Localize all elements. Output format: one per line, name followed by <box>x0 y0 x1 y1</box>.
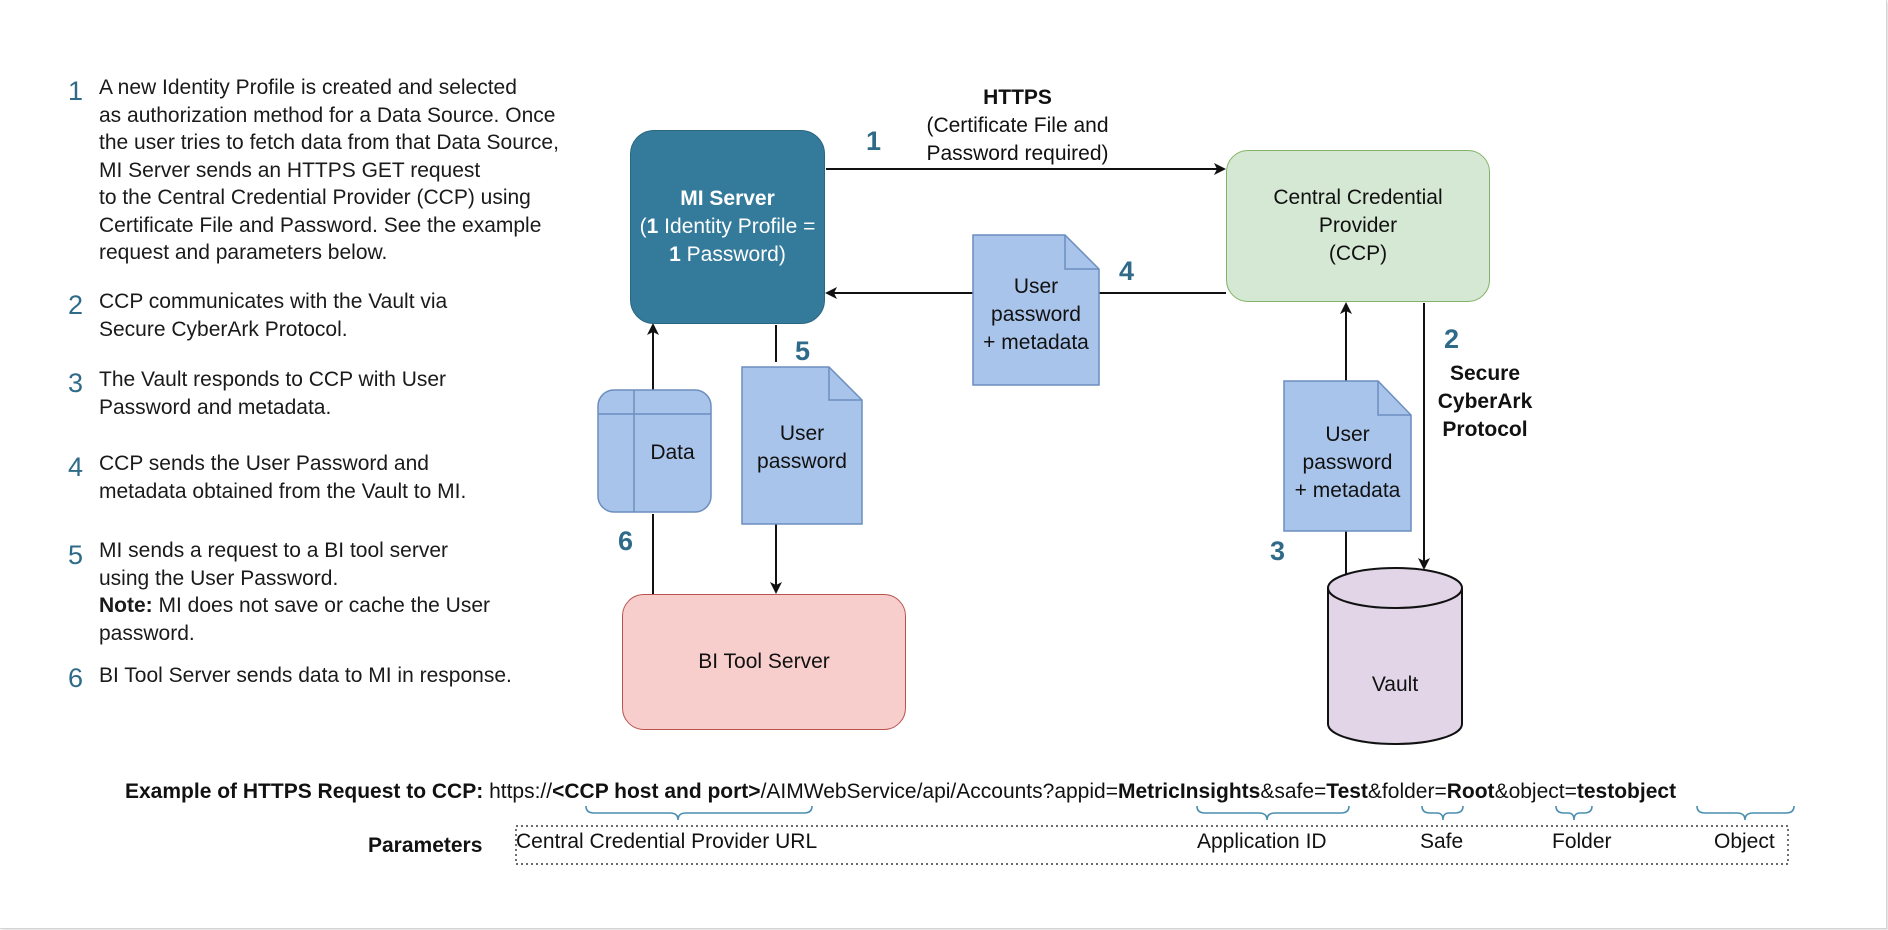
flow-number-4: 4 <box>1119 256 1135 286</box>
secure-cyberark-protocol-label: Secure CyberArk Protocol <box>1437 362 1533 441</box>
param-folder: Folder <box>1552 830 1612 853</box>
step-5-number: 5 <box>68 540 84 570</box>
flow-number-6: 6 <box>618 526 634 556</box>
ccp-line-1: Central Credential <box>1273 186 1443 209</box>
request-appid: MetricInsights <box>1117 780 1261 803</box>
param-safe: Safe <box>1420 830 1464 853</box>
step-2-number: 2 <box>68 290 84 320</box>
vault-cylinder <box>1327 567 1463 745</box>
step-1-text: A new Identity Profile is created and se… <box>99 76 559 264</box>
bi-tool-server-node: BI Tool Server <box>622 594 906 730</box>
https-request-example: Example of HTTPS Request to CCP: https:/… <box>125 780 1677 803</box>
doc-user-password-metadata-top-label: User password + metadata <box>983 275 1089 354</box>
doc-user-password-label: User password <box>757 422 847 473</box>
step-6-number: 6 <box>68 663 84 693</box>
step-5-note-text: MI does not save or cache the User <box>152 594 491 617</box>
doc-user-password-metadata-top <box>972 234 1100 386</box>
step-3-number: 3 <box>68 368 84 398</box>
param-application-id: Application ID <box>1197 830 1327 853</box>
mi-server-node: MI Server (1 Identity Profile = 1 Passwo… <box>630 130 825 324</box>
data-label: Data <box>650 441 695 464</box>
step-5-note-label: Note: <box>99 594 153 617</box>
mi-server-line-3: 1 Password) <box>669 243 786 266</box>
doc-user-password <box>741 366 863 525</box>
request-folder: Root <box>1446 780 1495 803</box>
mi-server-title: MI Server <box>680 187 775 210</box>
step-4-text: CCP sends the User Password and metadata… <box>99 452 467 503</box>
step-6-text: BI Tool Server sends data to MI in respo… <box>99 664 512 687</box>
param-ccp-url: Central Credential Provider URL <box>516 830 818 853</box>
request-host: <CCP host and port> <box>552 780 761 803</box>
step-5-note: Note: MI does not save or cache the User <box>99 592 659 620</box>
ccp-node: Central Credential Provider (CCP) <box>1226 150 1490 302</box>
flow-number-5: 5 <box>795 336 811 366</box>
data-box <box>597 389 712 513</box>
doc-user-password-metadata-right-label: User password + metadata <box>1294 423 1401 502</box>
ccp-line-2: Provider <box>1318 214 1398 237</box>
mi-server-line-2: (1 Identity Profile = <box>639 215 816 238</box>
vault-label: Vault <box>1371 673 1419 696</box>
request-safe: Test <box>1326 780 1368 803</box>
request-braces <box>585 805 1795 821</box>
step-5-line-4: password. <box>99 621 195 645</box>
request-label: Example of HTTPS Request to CCP: <box>125 780 484 803</box>
step-5-line-2: using the User Password. <box>99 566 339 590</box>
step-1-number: 1 <box>68 76 84 106</box>
request-object: testobject <box>1576 780 1677 803</box>
parameters-label: Parameters <box>368 834 483 857</box>
step-5-line-1: MI sends a request to a BI tool server <box>99 539 449 562</box>
doc-user-password-metadata-right <box>1283 380 1412 532</box>
step-4-number: 4 <box>68 452 84 482</box>
flow-number-3: 3 <box>1270 536 1286 566</box>
flow-number-2: 2 <box>1444 324 1460 354</box>
https-label: HTTPS (Certificate File and Password req… <box>926 86 1109 165</box>
step-5-text: MI sends a request to a BI tool server u… <box>99 537 659 647</box>
bi-tool-server-label: BI Tool Server <box>698 650 830 673</box>
flow-number-1: 1 <box>866 126 882 156</box>
step-3-text: The Vault responds to CCP with User Pass… <box>99 368 447 419</box>
param-object: Object <box>1714 830 1775 853</box>
ccp-line-3: (CCP) <box>1328 242 1388 265</box>
parameters-box <box>515 825 1789 865</box>
step-2-text: CCP communicates with the Vault via Secu… <box>99 290 448 341</box>
